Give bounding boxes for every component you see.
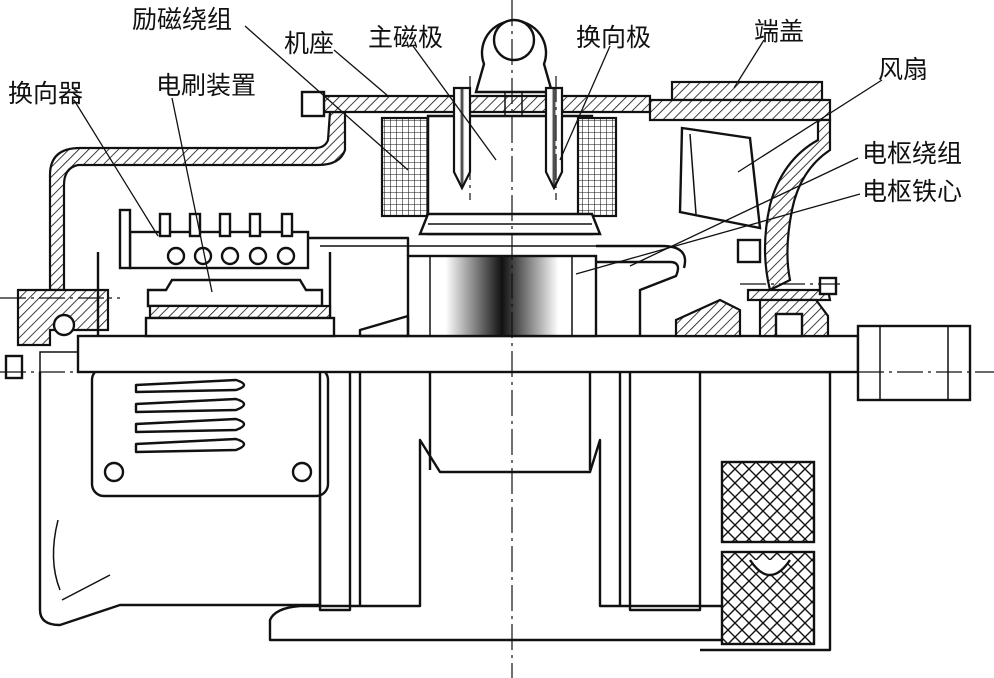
label-armature-winding: 电枢绕组 bbox=[862, 139, 962, 168]
shaft-assembly bbox=[76, 324, 972, 402]
commutator-segment-carrier bbox=[146, 278, 324, 308]
shaft bbox=[76, 334, 860, 374]
label-fan: 风扇 bbox=[878, 55, 928, 84]
motor-lower-body bbox=[38, 351, 832, 652]
frame-yoke bbox=[308, 94, 652, 114]
left-end-cover bbox=[4, 110, 347, 380]
brush-4 bbox=[248, 246, 268, 266]
excitation-coil-right bbox=[576, 116, 618, 218]
pole-bolt-right bbox=[544, 86, 564, 191]
lifting-eye bbox=[474, 18, 554, 122]
label-brush-gear: 电刷装置 bbox=[156, 71, 256, 100]
fan-and-end-cover bbox=[674, 118, 838, 338]
shaft-extension bbox=[856, 324, 972, 402]
armature bbox=[96, 236, 687, 338]
label-armature-core: 电枢铁心 bbox=[862, 177, 962, 206]
pole-bolt-left bbox=[452, 86, 472, 191]
right-bearing bbox=[774, 312, 804, 338]
fan-blade bbox=[678, 126, 762, 230]
label-commutating-pole: 换向极 bbox=[576, 23, 651, 52]
commutator-assembly bbox=[118, 208, 336, 338]
brush-3 bbox=[220, 246, 240, 266]
label-excitation-winding: 励磁绕组 bbox=[132, 5, 232, 34]
brush-5 bbox=[276, 246, 296, 266]
label-frame: 机座 bbox=[284, 29, 334, 58]
cover-bolt-head bbox=[736, 238, 762, 264]
brush-holder-rail bbox=[128, 230, 310, 270]
terminal-box-cover bbox=[90, 366, 330, 498]
leader-lines bbox=[73, 25, 883, 293]
bearing-section-upper bbox=[720, 460, 816, 544]
end-cover-top bbox=[670, 80, 824, 102]
label-end-cover: 端盖 bbox=[754, 17, 804, 46]
frame-and-poles bbox=[300, 18, 832, 236]
left-bearing bbox=[52, 313, 76, 337]
label-commutator: 换向器 bbox=[8, 79, 83, 108]
cover-screw-left bbox=[103, 461, 125, 483]
armature-core bbox=[406, 254, 598, 338]
cover-screw-right bbox=[291, 461, 313, 483]
label-main-pole: 主磁极 bbox=[368, 23, 443, 52]
brush-1 bbox=[166, 246, 186, 266]
commutator bbox=[148, 304, 332, 320]
